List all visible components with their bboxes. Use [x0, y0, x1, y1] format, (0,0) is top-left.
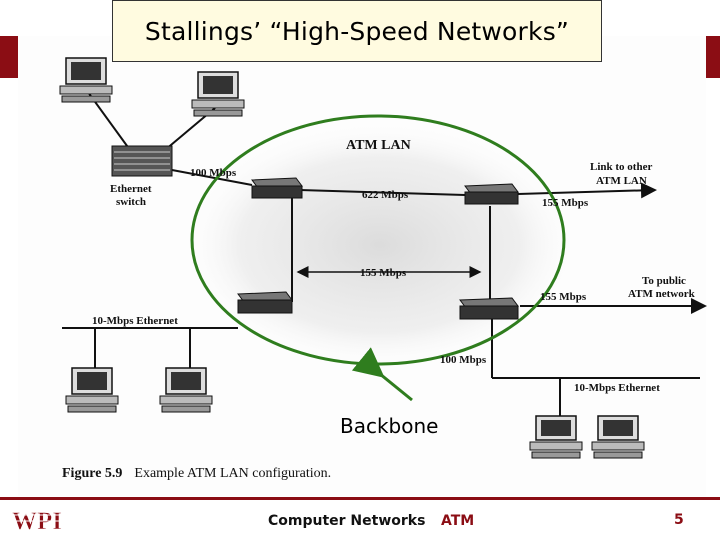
- atm-switch-icon: [251, 177, 303, 199]
- ethernet-switch-icon: [111, 145, 173, 177]
- atm-switch-icon: [459, 297, 519, 320]
- footer-course: Computer Networks: [268, 513, 426, 529]
- slide-footer: [0, 497, 720, 540]
- link-label-100-top: 100 Mbps: [190, 167, 237, 179]
- link-label-155-right-top: 155 Mbps: [542, 197, 589, 209]
- figure-caption-text: Example ATM LAN configuration.: [134, 466, 332, 481]
- ethernet-right-label: 10-Mbps Ethernet: [574, 382, 660, 394]
- ethernet-left-label: 10-Mbps Ethernet: [92, 315, 178, 327]
- figure-number: Figure 5.9: [62, 466, 123, 481]
- link-label-155-right-bottom: 155 Mbps: [540, 291, 587, 303]
- wpi-logo: WPI: [6, 504, 68, 536]
- link-label-622: 622 Mbps: [362, 189, 409, 201]
- footer-topic: ATM: [441, 513, 475, 529]
- atm-lan-diagram: ATM LAN Ethernet switch 100 Mbps 622 Mbp…: [59, 57, 707, 459]
- figure-caption: Figure 5.9 Example ATM LAN configuration.: [62, 466, 331, 482]
- public-network-label: To public: [642, 275, 686, 287]
- link-622: [299, 189, 466, 196]
- workstation-icon: [591, 415, 645, 459]
- atm-lan-label: ATM LAN: [346, 138, 411, 153]
- workstation-icon: [59, 57, 113, 103]
- ethernet-switch-label: switch: [116, 196, 146, 208]
- ethernet-switch-label: Ethernet: [110, 183, 152, 195]
- link-other-atm-lan-arrow: [517, 182, 657, 199]
- link-label-100-bottom: 100 Mbps: [440, 354, 487, 366]
- workstation-icon: [191, 71, 245, 117]
- header-accent-left: [0, 36, 20, 78]
- public-network-label: ATM network: [628, 288, 696, 300]
- link-switch-atm1: [171, 169, 253, 186]
- workstation-icon: [65, 367, 119, 413]
- slide-title: Stallings’ “High-Speed Networks”: [112, 0, 602, 62]
- link-other-label: Link to other: [590, 161, 652, 173]
- backbone-annotation: Backbone: [340, 414, 439, 438]
- atm-switch-icon: [237, 291, 293, 314]
- atm-switch-icon: [464, 183, 519, 205]
- footer-divider: [0, 497, 720, 500]
- backbone-arrow: [351, 347, 413, 402]
- link-other-label: ATM LAN: [596, 175, 647, 187]
- link-label-155-middle: 155 Mbps: [360, 267, 407, 279]
- page-number: 5: [674, 512, 684, 528]
- workstation-icon: [529, 415, 583, 459]
- workstation-icon: [159, 367, 213, 413]
